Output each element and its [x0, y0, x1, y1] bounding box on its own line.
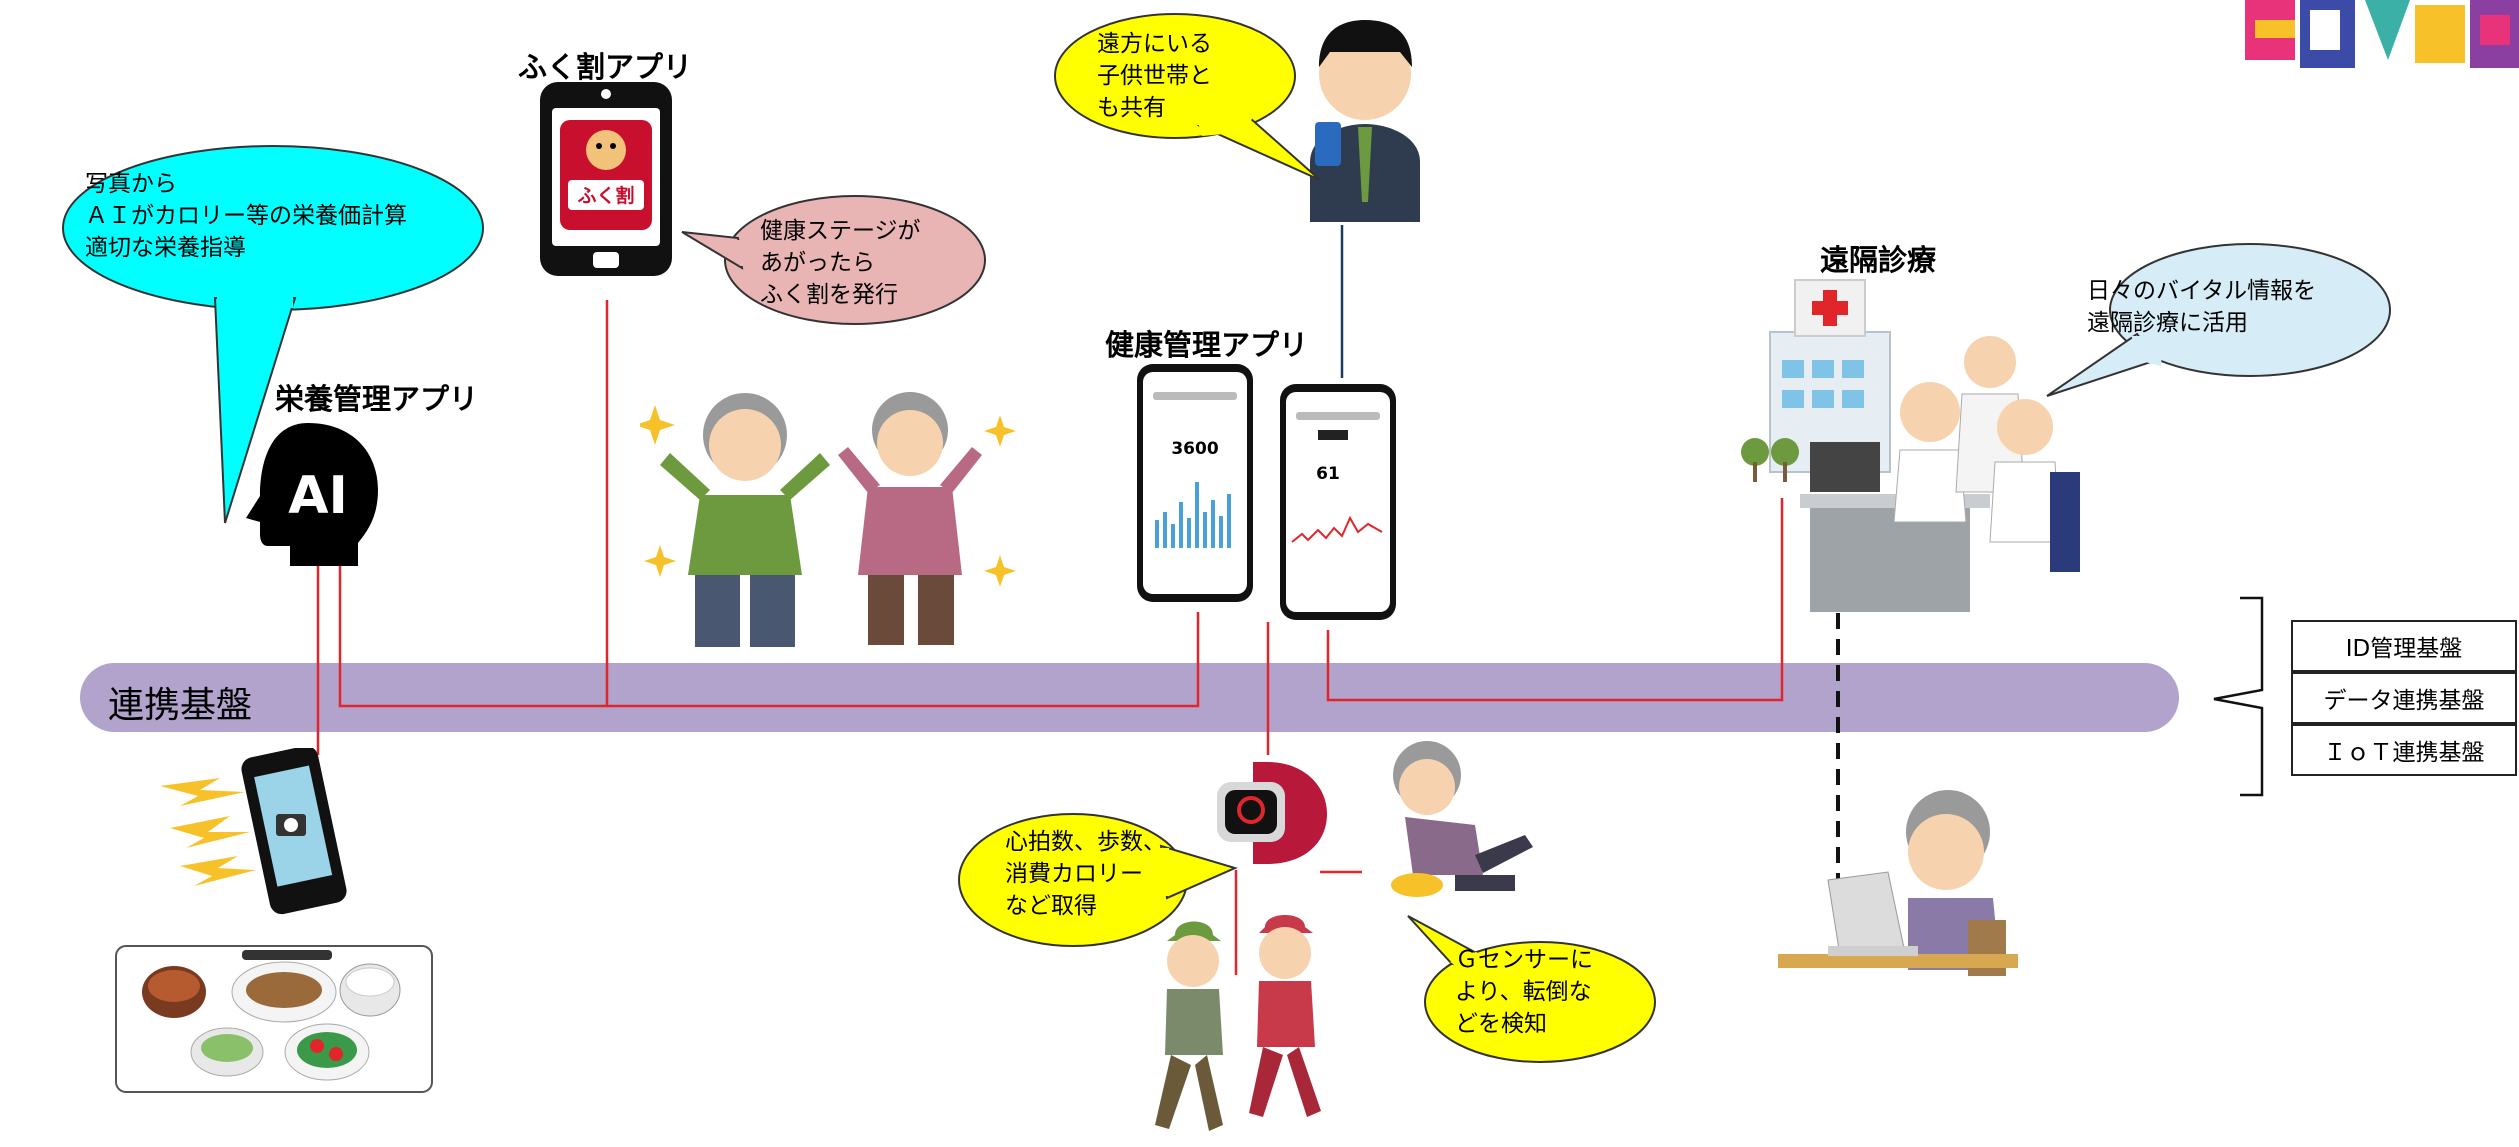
- ai-head-icon: AI: [246, 423, 378, 566]
- g-sensor-bubble-text: Ｇセンサーに より、転倒な どを検知: [1455, 947, 1593, 1037]
- health-app-title: 健康管理アプリ: [1105, 328, 1309, 362]
- fallen-elderly-woman: [1391, 741, 1533, 897]
- family-share-bubble-text: 遠方にいる 子供世帯と も共有: [1097, 31, 1212, 121]
- g-sensor-bubble: [1407, 915, 1656, 1063]
- data-integration-box: データ連携基盤: [2291, 672, 2517, 724]
- fukuwari-screen-label: ふく割: [577, 184, 634, 207]
- walking-elderly-couple: [1155, 915, 1321, 1131]
- vital-info-bubble-text: 日々のバイタル情報を 遠隔診療に活用: [2087, 278, 2317, 336]
- fukuwari-phone: ふく割: [540, 82, 672, 276]
- ai-photo-bubble-text: 写真から ＡＩがカロリー等の栄養価計算 適切な栄養指導: [85, 171, 407, 261]
- remote-care-title: 遠隔診療: [1820, 243, 1937, 277]
- family-share-bubble: [1054, 13, 1321, 181]
- corner-logo: [2245, 0, 2519, 68]
- meal-tray: [115, 945, 433, 1093]
- heart-rate-bubble-text: 心拍数、歩数、 消費カロリー など取得: [1005, 829, 1166, 919]
- elderly-woman-laptop: [1778, 790, 2018, 976]
- nutrition-app-title: 栄養管理アプリ: [275, 382, 479, 416]
- fukuwari-bubble: [681, 195, 986, 325]
- platform-label: 連携基盤: [108, 685, 253, 726]
- heart-rate-bubble: [958, 813, 1238, 947]
- camera-phone: [160, 748, 347, 915]
- family-member-businessman: [1310, 20, 1420, 222]
- health-app-steps-phone: 3600: [1137, 364, 1253, 602]
- vital-info-bubble: [2046, 243, 2391, 397]
- fukuwari-bubble-text: 健康ステージが あがったら ふく割を発行: [760, 218, 921, 308]
- ai-photo-bubble: [62, 145, 484, 524]
- platform-bar: [80, 663, 2179, 732]
- cheering-elderly-couple: [640, 392, 1016, 647]
- fukuwari-app-title: ふく割アプリ: [518, 50, 693, 84]
- health-app-heart-phone: 61: [1280, 384, 1396, 620]
- iot-integration-box: ＩｏＴ連携基盤: [2291, 724, 2517, 776]
- heart-value: 61: [1316, 464, 1340, 484]
- smart-watch: [1217, 762, 1327, 864]
- steps-value: 3600: [1171, 439, 1218, 459]
- id-management-box: ID管理基盤: [2291, 620, 2517, 672]
- remote-care-hospital: [1741, 279, 2080, 612]
- ai-label: AI: [288, 466, 348, 526]
